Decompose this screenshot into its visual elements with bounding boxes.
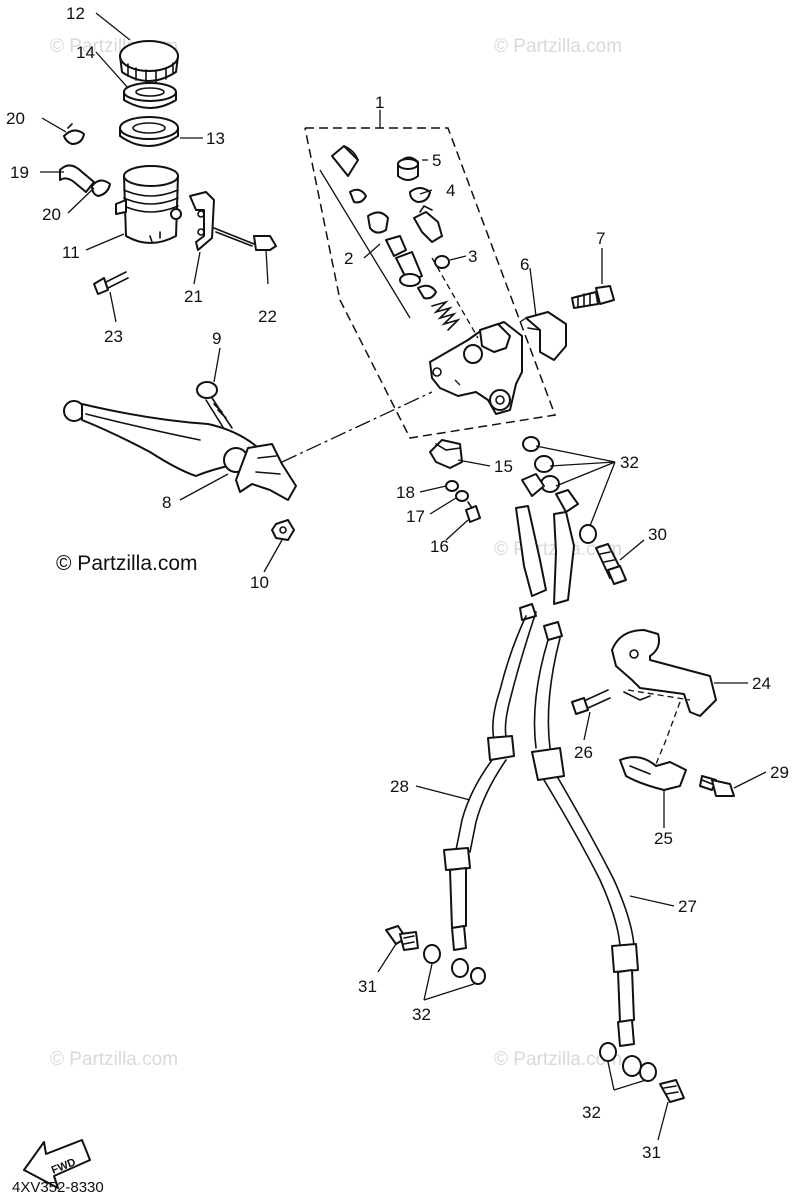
callout-labels: 12 14 13 20 19 20 11 21 22 23 1 5 4 2 3 … (6, 4, 789, 1162)
copyright-notice: © Partzilla.com (56, 552, 198, 575)
callout-31-left: 31 (358, 977, 377, 996)
callout-30: 30 (648, 525, 667, 544)
callout-4: 4 (446, 181, 455, 200)
callout-17: 17 (406, 507, 425, 526)
callout-28: 28 (390, 777, 409, 796)
reservoir-screw (93, 271, 129, 295)
diaphragm-plate (119, 116, 179, 147)
callout-1: 1 (375, 93, 384, 112)
watermark-bottom-right: © Partzilla.com (494, 1049, 622, 1070)
master-cylinder-body (429, 321, 523, 415)
union-bolt (595, 543, 627, 585)
callout-21: 21 (184, 287, 203, 306)
brake-hose-right (531, 489, 642, 1077)
callout-8: 8 (162, 493, 171, 512)
callout-24: 24 (752, 674, 771, 693)
callout-27: 27 (678, 897, 697, 916)
hose-clip-upper (63, 123, 85, 145)
callout-19: 19 (10, 163, 29, 182)
callout-32-left: 32 (412, 1005, 431, 1024)
callout-25: 25 (654, 829, 673, 848)
union-bolt-right-lower (659, 1079, 685, 1103)
hose (59, 164, 95, 193)
holder-clamp (525, 311, 567, 361)
callout-32-right: 32 (582, 1103, 601, 1122)
callout-7: 7 (596, 229, 605, 248)
circlip (409, 187, 431, 203)
callout-12: 12 (66, 4, 85, 23)
callout-5: 5 (432, 151, 441, 170)
callout-13: 13 (206, 129, 225, 148)
diaphragm (123, 82, 177, 109)
holder-bolt (571, 285, 615, 309)
diagram-code: 4XV352-8330 (12, 1179, 104, 1196)
switch-screw (465, 501, 481, 523)
banjo-washers-upper (522, 436, 597, 544)
callout-31-right: 31 (642, 1143, 661, 1162)
switch-spacer (455, 490, 469, 502)
spring (431, 300, 461, 331)
reservoir-bracket (189, 191, 215, 251)
forward-arrow-icon: FWD (23, 1139, 91, 1189)
reservoir-tank (115, 165, 182, 244)
lever-pivot-nut (271, 519, 295, 541)
switch-washer (445, 480, 459, 492)
callout-23: 23 (104, 327, 123, 346)
washer (434, 255, 450, 269)
callout-26: 26 (574, 743, 593, 762)
bracket-bolt (213, 227, 277, 251)
watermark-top-right: © Partzilla.com (494, 36, 622, 57)
hose-clamp (619, 756, 687, 791)
piston-assembly (331, 145, 437, 300)
master-cylinder-kit-outline (304, 127, 557, 439)
crush-washers-right-lower (599, 1042, 657, 1082)
brake-hose-left (443, 473, 547, 978)
callout-29: 29 (770, 763, 789, 782)
dust-boot (397, 156, 419, 181)
callout-11: 11 (62, 243, 80, 262)
brake-lever (63, 400, 297, 501)
callout-9: 9 (212, 329, 221, 348)
leader-lines (40, 12, 767, 1141)
callout-32-upper: 32 (620, 453, 639, 472)
lever-pivot-bolt (196, 381, 233, 433)
crush-washers-left-lower (423, 944, 486, 985)
callout-15: 15 (494, 457, 513, 476)
callout-20-upper: 20 (6, 109, 25, 128)
callout-3: 3 (468, 247, 477, 266)
callout-22: 22 (258, 307, 277, 326)
brake-light-switch (429, 439, 463, 469)
callout-18: 18 (396, 483, 415, 502)
clamp-bolt (699, 775, 735, 797)
callout-10: 10 (250, 573, 269, 592)
reference-lines (431, 257, 691, 765)
callout-2: 2 (344, 249, 353, 268)
callout-16: 16 (430, 537, 449, 556)
watermark-bottom-left: © Partzilla.com (50, 1049, 178, 1070)
fitting (413, 204, 443, 243)
callout-14: 14 (76, 43, 95, 62)
union-bolt-left-lower (385, 925, 419, 951)
callout-6: 6 (520, 255, 529, 274)
hose-holder-bracket (611, 629, 717, 717)
callout-20-lower: 20 (42, 205, 61, 224)
assembly-axis-line (281, 379, 461, 463)
hose-clip-lower (91, 179, 111, 197)
holder-screw (571, 689, 611, 715)
reservoir-cap (119, 40, 179, 83)
